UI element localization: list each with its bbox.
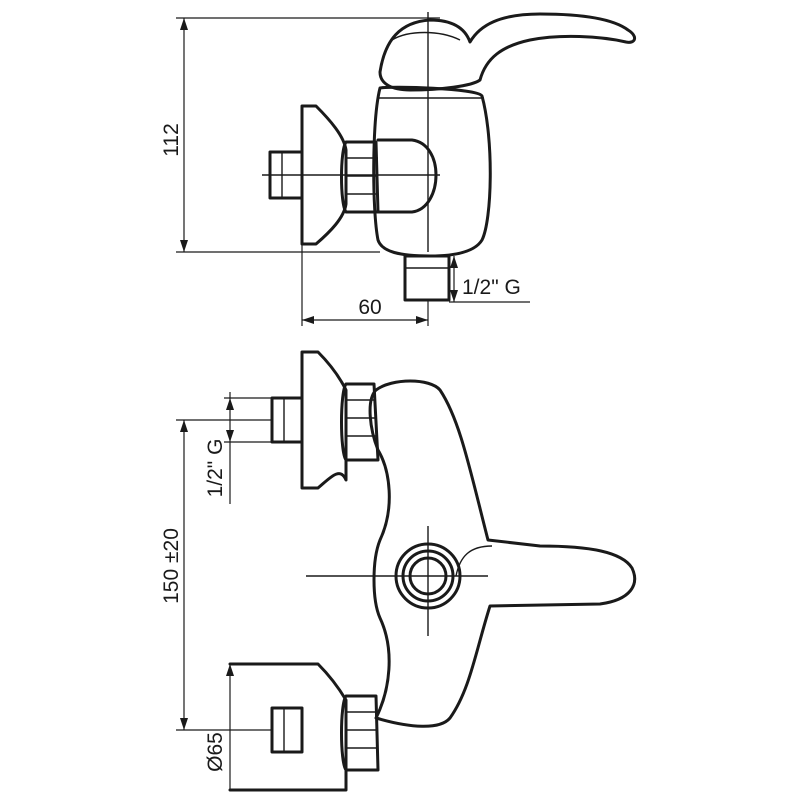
side-body — [372, 85, 492, 258]
dim-depth-top: 60 — [301, 244, 429, 326]
side-lever-handle — [378, 12, 636, 92]
front-lower-inlet — [270, 706, 304, 754]
front-upper-flange — [300, 350, 348, 490]
dim-thread-top: 1/2" G — [449, 256, 530, 303]
dim-thread-top-label: 1/2" G — [462, 276, 521, 299]
side-hex-nut — [340, 140, 380, 214]
side-view — [262, 12, 636, 302]
side-lever-cap-line — [391, 31, 461, 41]
dim-flange-diameter-label: Ø65 — [204, 732, 227, 772]
dim-height-top: 112 — [160, 17, 440, 253]
dim-height-top-label: 112 — [160, 123, 183, 156]
front-upper-inlet — [270, 396, 304, 444]
dim-centers: 150 ±20 — [160, 419, 272, 731]
front-lower-nut — [340, 694, 380, 772]
dim-thread-side-label: 1/2" G — [204, 439, 227, 498]
side-outlet-thread — [403, 254, 451, 302]
front-body — [368, 379, 637, 728]
front-lower-flange — [228, 662, 348, 792]
dim-thread-side: 1/2" G — [204, 392, 272, 504]
front-view — [228, 350, 637, 792]
dim-flange-diameter: Ø65 — [204, 664, 234, 790]
front-upper-nut — [340, 382, 380, 462]
dim-centers-label: 150 ±20 — [160, 528, 183, 604]
side-flange — [300, 104, 348, 246]
dim-depth-top-label: 60 — [358, 296, 381, 319]
